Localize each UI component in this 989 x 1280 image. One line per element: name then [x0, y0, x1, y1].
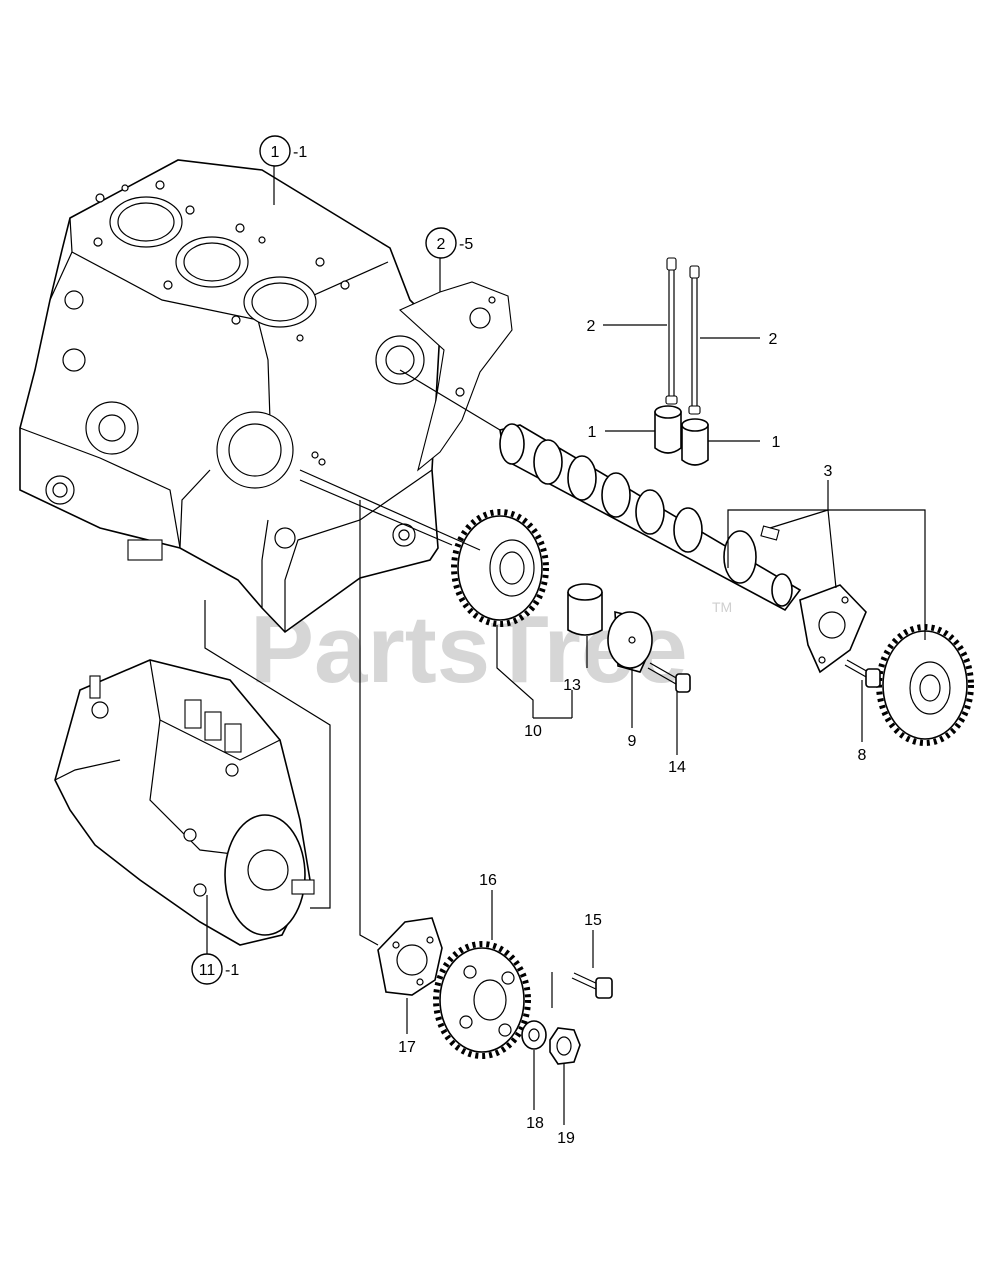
leader-lines	[204, 166, 926, 1125]
fip-flange[interactable]	[377, 917, 443, 996]
label-tappet-left: 1	[588, 424, 597, 441]
callout-1-number: 1	[271, 144, 280, 161]
label-fip-gear-16: 16	[479, 872, 497, 889]
label-bolt-8: 8	[858, 747, 867, 764]
cylinder-block[interactable]	[19, 159, 441, 634]
label-camshaft-assy: 3	[824, 463, 833, 480]
label-nut-19: 19	[557, 1130, 575, 1147]
callout-1-suffix: -1	[293, 144, 307, 161]
bolt-15[interactable]	[571, 972, 613, 999]
camshaft[interactable]	[499, 423, 802, 612]
callout-2-5: 2 -5	[425, 227, 473, 259]
watermark-trademark: TM	[712, 599, 732, 615]
label-plate-9: 9	[628, 733, 637, 750]
push-rod-right[interactable]	[688, 265, 701, 415]
callout-11-1: 11 -1	[191, 953, 239, 985]
label-flange-17: 17	[398, 1039, 416, 1056]
label-idle-gear-10: 10	[524, 723, 542, 740]
washer[interactable]	[521, 1020, 547, 1050]
callout-11-number: 11	[199, 962, 216, 979]
label-push-rod-right: 2	[769, 331, 778, 348]
label-push-rod-left: 2	[587, 318, 596, 335]
nut[interactable]	[549, 1027, 581, 1065]
label-washer-18: 18	[526, 1115, 544, 1132]
bolt-8[interactable]	[844, 659, 881, 688]
bolt-14[interactable]	[647, 662, 691, 693]
idle-gear[interactable]	[451, 509, 549, 627]
thrust-plate[interactable]	[799, 584, 867, 674]
label-tappet-right: 1	[772, 434, 781, 451]
push-rod-left[interactable]	[665, 257, 678, 405]
fuel-injection-pump[interactable]	[54, 659, 315, 946]
fip-gear[interactable]	[433, 941, 531, 1059]
label-bolt-15: 15	[584, 912, 602, 929]
tappet-right[interactable]	[681, 418, 709, 466]
cam-gear[interactable]	[876, 624, 974, 746]
callout-2-number: 2	[437, 236, 446, 253]
callout-1-1: 1 -1	[259, 135, 307, 167]
idle-shaft-plate[interactable]	[607, 610, 653, 673]
callout-2-suffix: -5	[459, 236, 473, 253]
gear-case-gasket[interactable]	[399, 281, 513, 472]
label-bushing-13: 13	[563, 677, 581, 694]
label-bolt-14: 14	[668, 759, 686, 776]
bushing[interactable]	[567, 583, 603, 636]
callout-11-suffix: -1	[225, 962, 239, 979]
tappet-left[interactable]	[654, 405, 682, 454]
